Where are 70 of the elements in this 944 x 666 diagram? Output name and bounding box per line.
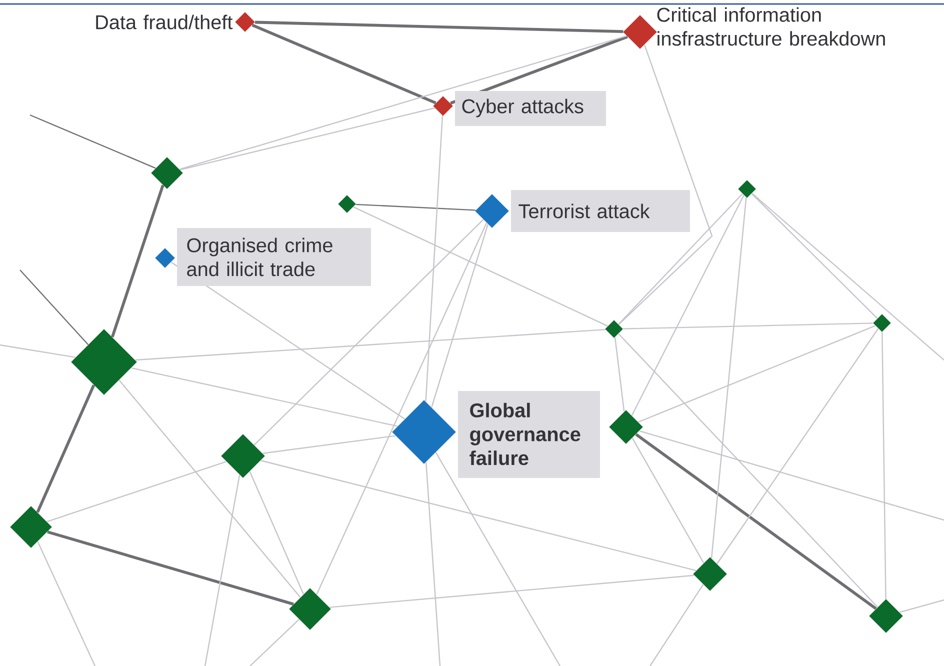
risk-diamond <box>609 410 643 444</box>
connector-line <box>254 20 624 34</box>
connector-line <box>262 435 396 454</box>
risk-diamond <box>151 157 183 189</box>
connector-line <box>639 430 944 521</box>
label-box: Terrorist attack <box>511 190 690 232</box>
connector-line <box>110 184 164 338</box>
connector-line <box>425 116 444 402</box>
connector-line <box>435 452 561 666</box>
connector-line <box>632 438 704 564</box>
connector-line <box>0 344 76 358</box>
node-label: Data fraud/theft <box>96 14 233 30</box>
label-box: Cyber attacks <box>455 91 606 126</box>
connector-line <box>179 35 627 170</box>
risk-diamond <box>738 180 756 198</box>
risk-diamond <box>10 506 52 548</box>
connector-line <box>650 584 704 666</box>
connector-line <box>425 462 441 666</box>
connector-line <box>180 107 435 170</box>
risk-diamond <box>235 12 255 32</box>
risk-diamond <box>605 320 623 338</box>
connector-line <box>882 332 886 599</box>
connector-line <box>618 193 743 325</box>
risk-diamond <box>869 599 903 633</box>
connector-line <box>431 224 489 408</box>
connector-line <box>353 206 608 327</box>
connector-line <box>899 599 944 613</box>
risk-diamond <box>873 314 891 332</box>
connector-line <box>118 380 301 598</box>
connector-line <box>260 460 696 572</box>
risk-diamond <box>338 195 356 213</box>
connector-line <box>30 114 156 169</box>
connector-line <box>316 222 488 595</box>
label-box: Organised crime and illicit trade <box>177 228 371 286</box>
connector-line <box>635 433 877 610</box>
connector-line <box>751 193 878 319</box>
connector-line <box>254 219 484 446</box>
connector-line <box>46 461 227 522</box>
connector-line <box>638 325 876 423</box>
label-box: Global governance failure <box>458 391 600 478</box>
risk-diamond <box>433 96 453 116</box>
connector-line <box>135 328 606 361</box>
risk-diamond <box>221 434 265 478</box>
connector-line <box>618 44 713 325</box>
connector-line <box>37 541 96 666</box>
connector-line <box>252 24 436 104</box>
connector-line <box>716 328 879 564</box>
connector-line <box>131 367 398 427</box>
risk-diamond <box>155 248 175 268</box>
connector-line <box>47 530 294 606</box>
node-label: Critical information insfrastructure breakdown <box>657 7 885 46</box>
connector-line <box>36 384 96 513</box>
connector-line <box>710 197 747 558</box>
connector-line <box>623 322 873 330</box>
connector-line <box>250 618 300 666</box>
risk-diamond <box>475 194 509 228</box>
risk-diamond <box>623 15 657 49</box>
connector-line <box>20 270 89 346</box>
connector-line <box>330 574 694 608</box>
risk-diamond <box>693 557 727 591</box>
risk-diamond <box>71 329 137 395</box>
connector-line <box>614 337 625 412</box>
risk-diamond <box>289 588 331 630</box>
connector-line <box>249 471 304 594</box>
risk-diamond <box>392 400 456 464</box>
connector-line <box>356 204 476 211</box>
connector-line <box>752 192 944 360</box>
connector-line <box>631 194 744 416</box>
connector-line <box>204 474 240 666</box>
connector-line <box>618 333 878 608</box>
